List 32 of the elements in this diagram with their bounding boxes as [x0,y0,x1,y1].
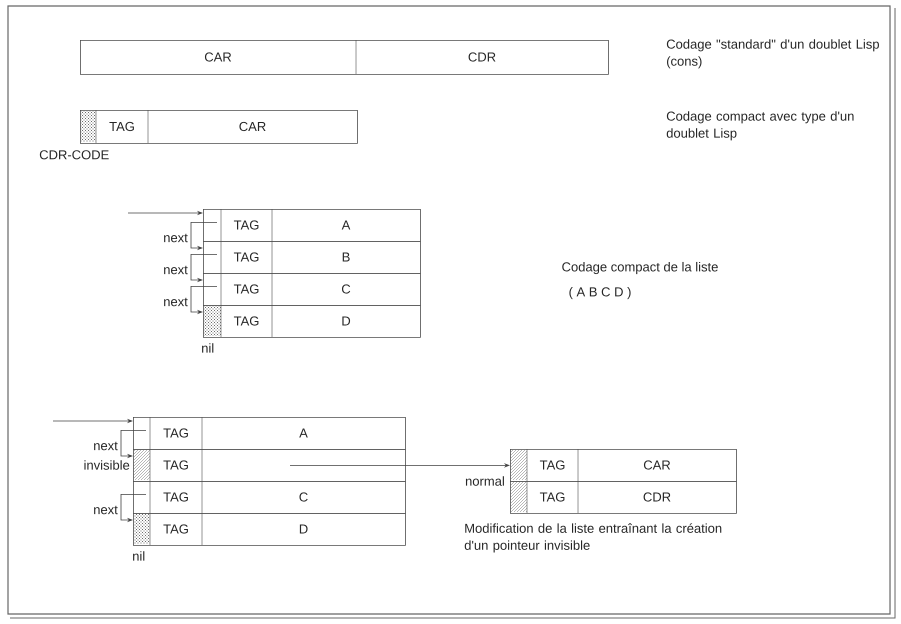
memory-cell: TAG C [133,480,406,514]
memory-cell: TAG A [133,416,406,450]
memory-cell: TAG C [203,272,421,306]
memory-cell: TAG D [150,512,308,546]
memory-cell [133,449,406,482]
edge-label: next [94,506,118,514]
memory-cell: TAG [150,448,202,482]
memory-cell [133,513,406,546]
edge-label: next [164,266,188,274]
note-text: invisible [84,460,130,470]
note-text: Codage "standard" d'un doublet Lisp (cons) [666,39,879,68]
note-text: Codage compact avec type d'un doublet Lisp [666,111,854,140]
memory-cell: TAG B [203,240,421,274]
memory-cell: TAG A [203,208,421,242]
memory-cell: TAG CAR [96,110,266,144]
note-text: Codage compact de la liste [562,262,718,274]
memory-cell: TAG CDR [526,480,670,514]
note-text: nil [202,343,214,353]
note-text: normal [466,476,504,486]
memory-cell [80,110,358,144]
note-text: nil [133,551,144,561]
edge-label: next [164,298,188,306]
memory-cell: TAG D [220,304,350,338]
memory-cell [203,305,421,338]
edge-label: next [164,234,188,242]
edge-label: next [94,442,118,450]
memory-cell [510,449,737,482]
note-text: CDR-CODE [40,150,109,160]
memory-cell: CAR CDR [80,40,609,75]
memory-cell: TAG CAR [526,448,670,482]
note-text: ( A B C D ) [569,286,631,300]
memory-cell [510,481,737,514]
